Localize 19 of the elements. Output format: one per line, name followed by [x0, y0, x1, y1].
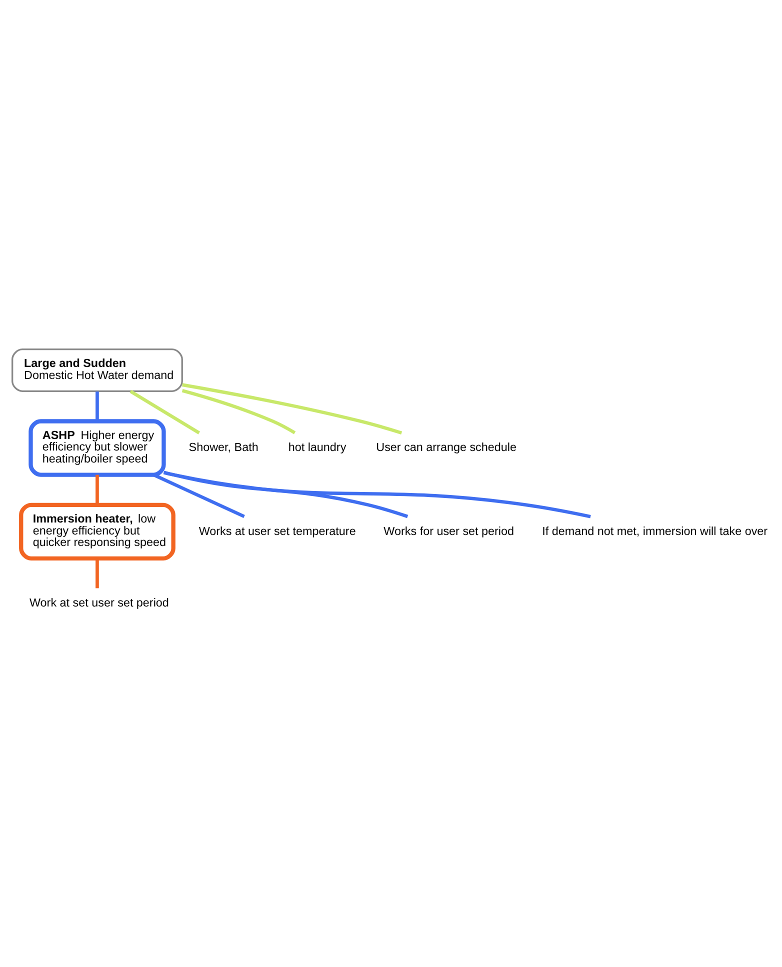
node-text: hot laundry — [288, 440, 346, 454]
node-box: Immersion heater, low energy efficiency but quicker responsing speed — [19, 502, 176, 560]
connector — [152, 472, 245, 518]
node-text: If demand not met, immersion will take over — [542, 524, 768, 538]
node-box: ASHP Higher energy efficiency but slower heating/boiler speed — [28, 418, 166, 476]
node-text: Shower, Bath — [188, 440, 258, 454]
node-text: User can arrange schedule — [376, 440, 516, 454]
connector — [182, 382, 402, 434]
connector — [163, 470, 408, 518]
connector — [130, 389, 200, 434]
connector — [96, 558, 99, 588]
node-text: Works for user set period — [384, 524, 514, 538]
node-text: Works at user set temperature — [198, 524, 356, 538]
node-text: Work at set user set period — [29, 596, 169, 610]
connector — [96, 474, 99, 504]
connector — [163, 470, 591, 518]
node-box: Large and Sudden Domestic Hot Water demand — [12, 348, 183, 392]
connector — [96, 391, 99, 420]
connector — [182, 388, 296, 434]
